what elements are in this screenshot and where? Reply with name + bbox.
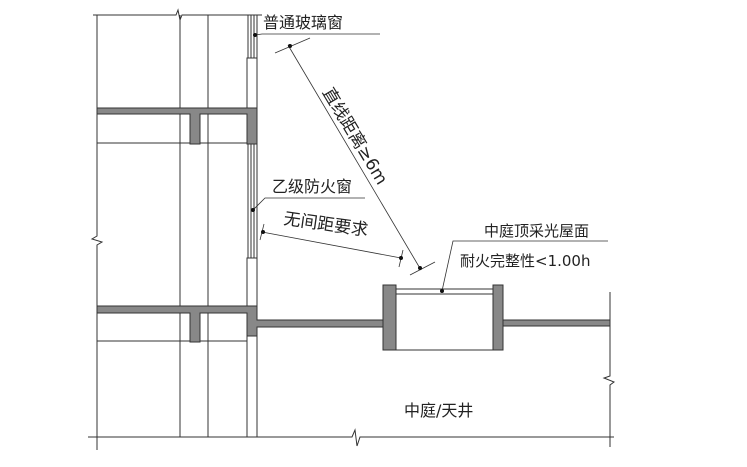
dimension-no-spacing (261, 231, 402, 259)
leader-dot (251, 208, 255, 212)
leader-ordinary-window (254, 33, 380, 36)
right-break-line (602, 292, 616, 447)
atrium-wall-left (382, 284, 397, 351)
dimension-tick (399, 256, 403, 260)
wall-segment (246, 57, 258, 109)
left-break-line (90, 15, 104, 450)
atrium-wall-right (492, 284, 504, 351)
upper-floor-slab (96, 107, 258, 145)
skylight (396, 288, 493, 351)
leader-dot (253, 33, 257, 37)
leader-dots (251, 33, 444, 293)
right-floor-slab (502, 319, 611, 327)
leader-skylight (441, 240, 608, 292)
dimension-tick (288, 44, 292, 48)
dimension-straight-distance (287, 44, 422, 271)
label-straight-distance: 直线距离≥6m (318, 84, 392, 188)
dimension-extension (274, 37, 311, 54)
structure (96, 107, 611, 351)
top-break-line (93, 8, 262, 22)
label-atrium-skylight-roof: 中庭顶采光屋面 (484, 222, 589, 240)
dimension-tick (418, 266, 422, 270)
label-ordinary-glass-window: 普通玻璃窗 (263, 13, 343, 32)
dimension-extension (409, 261, 436, 276)
outline-lines (88, 8, 616, 450)
label-atrium-courtyard: 中庭/天井 (404, 401, 473, 420)
label-class-b-fire-window: 乙级防火窗 (272, 177, 352, 196)
label-no-spacing-requirement: 无间距要求 (282, 209, 369, 241)
leader-fire-window (252, 197, 365, 211)
lower-floor-slab (96, 305, 384, 343)
wall-segment (246, 257, 258, 438)
leader-dot (440, 289, 444, 293)
dimension-tick (261, 230, 265, 234)
bottom-break-line (88, 428, 614, 447)
annotations (252, 33, 608, 292)
label-fire-integrity: 耐火完整性<1.00h (460, 252, 590, 270)
